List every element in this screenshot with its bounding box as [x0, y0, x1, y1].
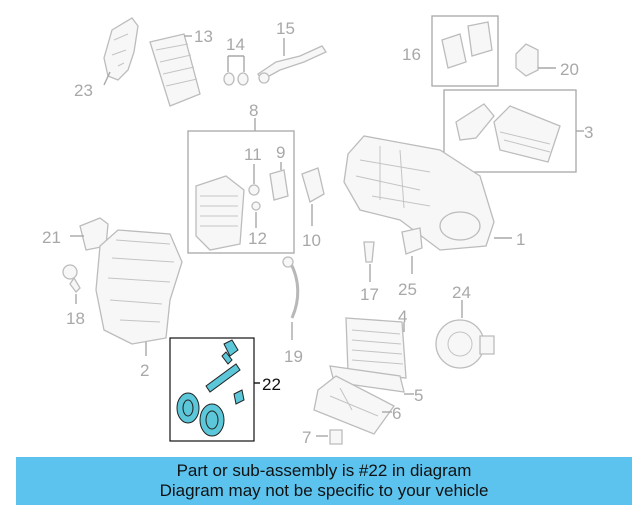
part-3-drawing — [455, 103, 561, 163]
part-21-drawing — [79, 217, 109, 251]
callout-8[interactable]: 8 — [249, 101, 258, 120]
callout-6[interactable]: 6 — [392, 404, 401, 423]
part-5-drawing — [329, 365, 405, 393]
callout-15[interactable]: 15 — [276, 19, 295, 38]
callout-12[interactable]: 12 — [248, 229, 267, 248]
callout-14[interactable]: 14 — [226, 35, 245, 54]
part-18-drawing — [62, 264, 81, 293]
part-8-box — [187, 130, 295, 254]
leader-23 — [103, 71, 111, 86]
part-13-drawing — [149, 33, 201, 107]
callout-18[interactable]: 18 — [66, 309, 85, 328]
part-2-drawing — [95, 229, 183, 345]
callout-9[interactable]: 9 — [276, 143, 285, 162]
callout-7[interactable]: 7 — [302, 428, 311, 447]
part-16-drawing — [441, 21, 493, 69]
part-6-drawing — [313, 375, 395, 435]
callout-25[interactable]: 25 — [398, 280, 417, 299]
part-7-drawing — [329, 429, 343, 445]
banner-line-1: Part or sub-assembly is #22 in diagram — [176, 461, 472, 480]
callout-3[interactable]: 3 — [584, 123, 593, 142]
part-4-drawing — [345, 317, 407, 379]
leader-14 — [227, 55, 245, 72]
part-14-drawing — [223, 72, 249, 86]
callout-13[interactable]: 13 — [194, 27, 213, 46]
callout-11[interactable]: 11 — [244, 145, 262, 164]
callout-10[interactable]: 10 — [302, 231, 321, 250]
callout-21[interactable]: 21 — [42, 228, 61, 247]
part-25-drawing — [401, 227, 423, 255]
part-24-drawing — [435, 319, 495, 369]
part-17-drawing — [363, 241, 375, 263]
part-22-drawing — [176, 339, 245, 437]
callout-19[interactable]: 19 — [284, 347, 303, 366]
part-19-drawing — [282, 256, 300, 319]
parts-diagram: 23 13 14 15 16 20 3 8 — [42, 15, 593, 447]
callout-23[interactable]: 23 — [74, 81, 93, 100]
part-8-drawing — [195, 169, 289, 251]
callout-1[interactable]: 1 — [516, 230, 525, 249]
part-info-banner: Part or sub-assembly is #22 in diagram D… — [16, 457, 632, 505]
part-20-drawing — [515, 43, 539, 77]
part-10-drawing — [301, 167, 325, 203]
part-15-drawing — [257, 45, 327, 84]
part-1-drawing — [343, 135, 495, 251]
callout-4[interactable]: 4 — [398, 307, 407, 326]
banner-line-2: Diagram may not be specific to your vehi… — [159, 481, 489, 500]
part-22-box — [169, 337, 255, 442]
callout-24[interactable]: 24 — [452, 283, 471, 302]
part-16-box — [431, 15, 499, 87]
callout-20[interactable]: 20 — [560, 60, 579, 79]
part-23-drawing — [103, 17, 139, 81]
callout-2[interactable]: 2 — [140, 361, 149, 380]
callout-17[interactable]: 17 — [360, 285, 379, 304]
callout-22[interactable]: 22 — [262, 375, 281, 394]
callout-16[interactable]: 16 — [402, 45, 421, 64]
callout-5[interactable]: 5 — [414, 386, 423, 405]
